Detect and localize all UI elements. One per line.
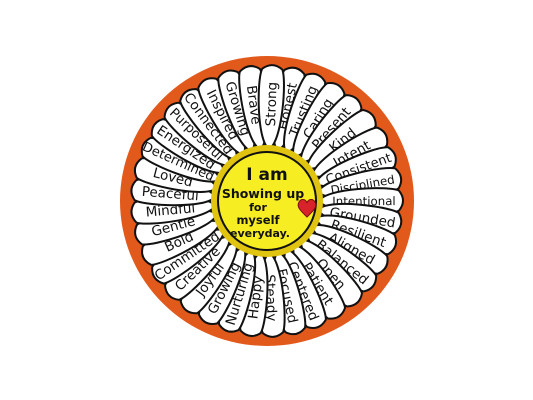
petal-shape — [257, 64, 285, 151]
center-line-3: for — [249, 201, 267, 214]
center-disc — [217, 151, 317, 251]
center-line-1: I am — [246, 165, 287, 185]
center-line-4: myself — [236, 213, 280, 227]
center-line-2: Showing up — [222, 186, 304, 201]
center-line-5: everyday. — [230, 227, 290, 240]
heart-icon — [297, 199, 317, 218]
petal-word: Strong — [263, 82, 281, 127]
petal-ring: HonestTrustingCaringPresentKindIntentCon… — [130, 64, 404, 338]
flower-center: I am Showing up for myself everyday. — [211, 145, 323, 257]
petal: Strong — [257, 64, 285, 151]
